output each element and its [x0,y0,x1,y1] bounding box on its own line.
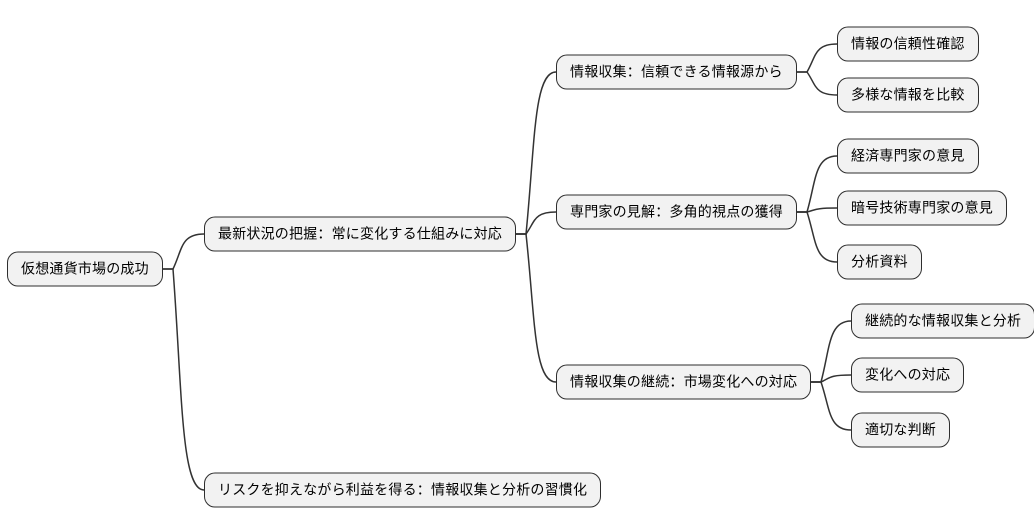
edge-info-gathering-compare-sources [796,71,838,96]
mindmap-node-adapt-to-change: 変化への対応 [851,357,965,393]
edge-latest-status-expert-views [515,211,557,235]
mindmap-node-reliability-check: 情報の信頼性確認 [837,26,979,62]
mindmap-node-info-gathering: 情報収集：信頼できる情報源から [556,54,797,90]
edge-expert-views-analysis-materials [796,211,838,263]
mindmap-node-expert-views: 専門家の見解：多角的視点の獲得 [556,194,797,230]
edge-continuous-gathering-appropriate-judgment [810,381,852,431]
mindmap-node-latest-status: 最新状況の把握：常に変化する仕組みに対応 [204,216,516,252]
mindmap-node-root: 仮想通貨市場の成功 [7,251,163,287]
mindmap-node-continuous-analysis: 継続的な情報収集と分析 [851,303,1034,339]
mindmap-node-risk-habit: リスクを抑えながら利益を得る：情報収集と分析の習慣化 [204,472,602,508]
mindmap-node-crypto-expert-opinion: 暗号技術専門家の意見 [837,190,1007,226]
mindmap-node-economist-opinion: 経済専門家の意見 [837,138,979,174]
mindmap-node-appropriate-judgment: 適切な判断 [851,412,950,448]
mindmap-node-compare-sources: 多様な情報を比較 [837,77,979,113]
edge-root-risk-habit [162,268,205,491]
edge-latest-status-continuous-gathering [515,233,557,383]
mindmap-node-analysis-materials: 分析資料 [837,244,922,280]
edge-continuous-gathering-adapt-to-change [810,374,852,383]
edge-continuous-gathering-continuous-analysis [810,320,852,383]
edge-info-gathering-reliability-check [796,43,838,73]
edge-latest-status-info-gathering [515,71,557,235]
mindmap-node-continuous-gathering: 情報収集の継続：市場変化への対応 [556,364,812,400]
edge-expert-views-economist-opinion [796,155,838,213]
edge-root-latest-status [162,233,205,270]
